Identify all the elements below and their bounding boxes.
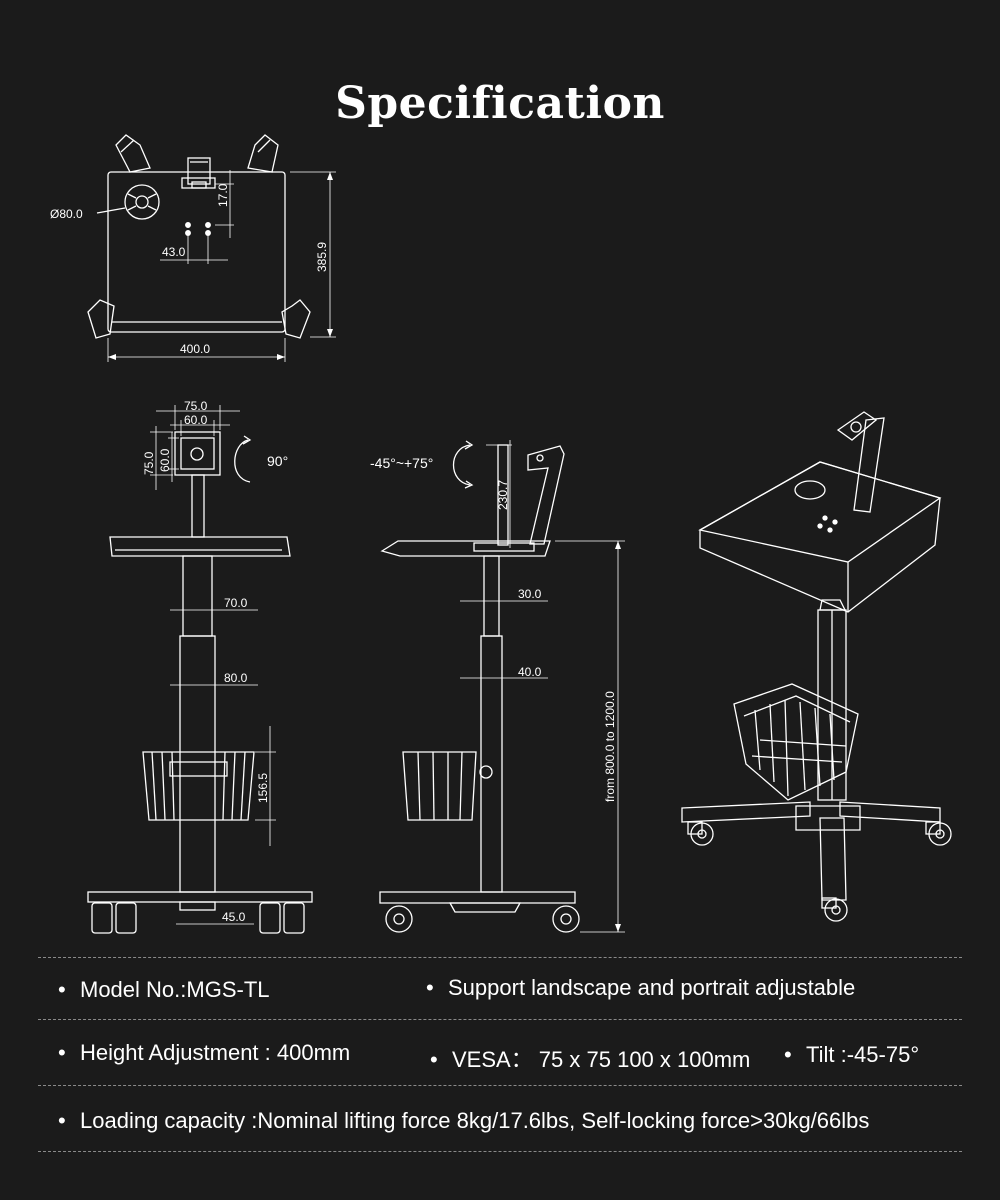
spec-model: • Model No.:MGS-TL xyxy=(58,977,270,1003)
spec-tilt: • Tilt :-45-75° xyxy=(784,1042,919,1068)
dim-43: 43.0 xyxy=(162,245,186,259)
side-tray xyxy=(380,540,551,557)
perspective-leg-left xyxy=(681,801,811,823)
side-arm xyxy=(527,445,565,545)
dim-400: 400.0 xyxy=(180,342,210,356)
tilt-label: -45°~+75° xyxy=(370,455,433,471)
front-tray xyxy=(109,536,291,557)
dim-40: 40.0 xyxy=(518,665,542,679)
perspective-view xyxy=(681,411,952,922)
front-basket xyxy=(142,751,255,821)
bullet: • xyxy=(58,1108,66,1133)
spec-orientation-text: Support landscape and portrait adjustabl… xyxy=(448,975,856,1000)
cup-holder-circle xyxy=(124,184,160,220)
spec-vesa-text: VESA： 75 x 75 100 x 100mm xyxy=(452,1047,751,1072)
dim-height-range: from 800.0 to 1200.0 xyxy=(603,691,617,802)
divider xyxy=(38,1085,962,1086)
technical-drawing: Ø80.0 17.0 43.0 385.9 400.0 xyxy=(50,134,952,934)
page-title: Specification xyxy=(335,78,665,129)
dim-75-side: 75.0 xyxy=(142,451,156,475)
dim-60-side: 60.0 xyxy=(158,448,172,472)
spec-orientation: • Support landscape and portrait adjustab… xyxy=(426,975,855,1001)
front-column xyxy=(179,635,216,893)
spec-height-text: Height Adjustment : 400mm xyxy=(80,1040,351,1065)
dim-230: 230.7 xyxy=(496,480,510,510)
spec-loading: • Loading capacity :Nominal lifting force… xyxy=(58,1108,869,1134)
bullet: • xyxy=(58,1040,66,1065)
spec-vesa: • VESA： 75 x 75 100 x 100mm xyxy=(430,1042,750,1074)
spec-height: • Height Adjustment : 400mm xyxy=(58,1040,350,1066)
dim-diameter: Ø80.0 xyxy=(50,207,83,221)
perspective-tray xyxy=(699,461,941,613)
dim-75-top: 75.0 xyxy=(184,399,208,413)
bullet: • xyxy=(430,1047,438,1072)
front-view xyxy=(87,405,313,934)
top-view-tray xyxy=(107,171,286,333)
side-base xyxy=(379,891,576,904)
dim-17: 17.0 xyxy=(216,183,230,207)
dim-156: 156.5 xyxy=(256,773,270,803)
dim-60-top: 60.0 xyxy=(184,413,208,427)
bullet: • xyxy=(784,1042,792,1067)
rotate-label: 90° xyxy=(267,453,288,469)
side-column xyxy=(480,635,503,893)
perspective-leg-right xyxy=(839,801,941,823)
divider xyxy=(38,1019,962,1020)
top-view xyxy=(87,134,336,362)
dim-70: 70.0 xyxy=(224,596,248,610)
perspective-leg-front xyxy=(819,817,847,901)
bullet: • xyxy=(426,975,434,1000)
divider xyxy=(38,957,962,958)
dim-80: 80.0 xyxy=(224,671,248,685)
spec-loading-text: Loading capacity :Nominal lifting force … xyxy=(80,1108,870,1133)
bullet: • xyxy=(58,977,66,1002)
dim-385: 385.9 xyxy=(315,242,329,272)
divider xyxy=(38,1151,962,1152)
dim-30: 30.0 xyxy=(518,587,542,601)
perspective-arm xyxy=(853,417,885,513)
dim-45: 45.0 xyxy=(222,910,246,924)
side-view xyxy=(379,440,625,933)
spec-tilt-text: Tilt :-45-75° xyxy=(806,1042,920,1067)
spec-model-text: Model No.:MGS-TL xyxy=(80,977,270,1002)
perspective-cup-holder xyxy=(794,480,826,500)
perspective-basket xyxy=(733,683,859,801)
front-base xyxy=(87,891,313,903)
side-basket xyxy=(402,751,477,821)
